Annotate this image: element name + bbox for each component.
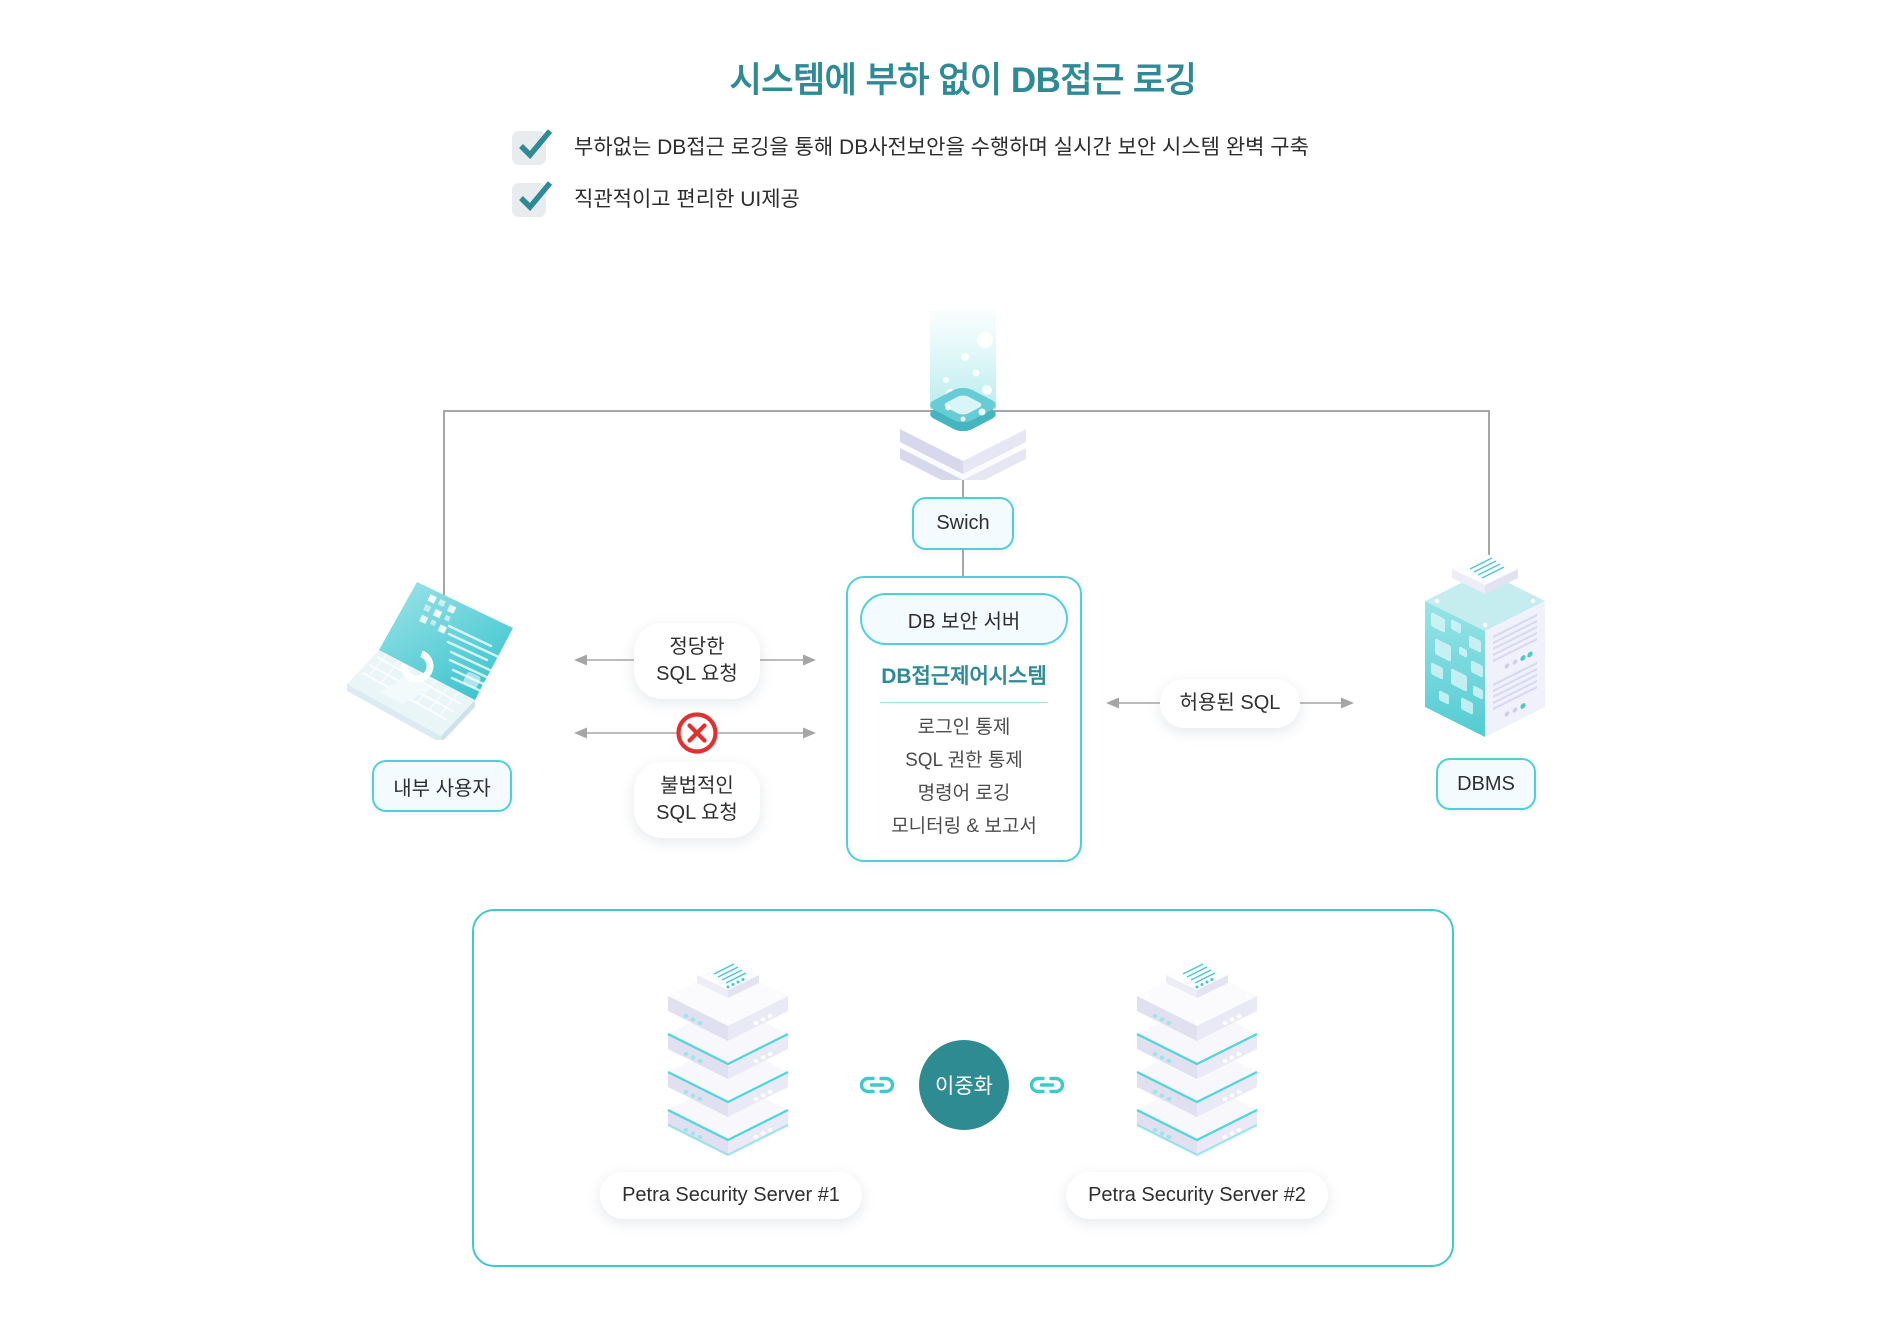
switch-icon bbox=[890, 295, 1036, 491]
connector-right-vertical bbox=[1488, 410, 1490, 562]
db-access-control-title: DB접근제어시스템 bbox=[881, 665, 1047, 688]
valid-sql-line2: SQL 요청 bbox=[656, 663, 738, 685]
feature-item: SQL 권한 통제 bbox=[905, 750, 1023, 771]
server-stack-icon-1 bbox=[662, 950, 794, 1167]
petra-server-2-label: Petra Security Server #2 bbox=[1066, 1172, 1328, 1219]
illegal-sql-pill: 불법적인 SQL 요청 bbox=[634, 762, 760, 838]
petra-server-1-label: Petra Security Server #1 bbox=[600, 1172, 862, 1219]
feature-list: 로그인 통제 SQL 권한 통제 명령어 로깅 모니터링 & 보고서 bbox=[848, 711, 1080, 843]
dbms-label-text: DBMS bbox=[1457, 772, 1515, 795]
server-stack-icon-2 bbox=[1131, 950, 1263, 1167]
divider bbox=[880, 702, 1048, 703]
blocked-icon bbox=[674, 710, 720, 761]
bullet-text-1: 부하없는 DB접근 로깅을 통해 DB사전보안을 수행하며 실시간 보안 시스템… bbox=[574, 136, 1309, 159]
bullet-text-2: 직관적이고 편리한 UI제공 bbox=[574, 188, 800, 211]
db-security-server-box: DB 보안 서버 DB접근제어시스템 로그인 통제 SQL 권한 통제 명령어 … bbox=[846, 576, 1082, 862]
valid-sql-pill: 정당한 SQL 요청 bbox=[634, 623, 760, 699]
check-icon bbox=[512, 181, 553, 217]
db-security-server-title: DB 보안 서버 bbox=[907, 610, 1021, 633]
link-icon-right bbox=[1028, 1074, 1066, 1101]
check-icon bbox=[512, 129, 553, 165]
bullet-row-1: 부하없는 DB접근 로깅을 통해 DB사전보안을 수행하며 실시간 보안 시스템… bbox=[512, 129, 1309, 165]
bullet-row-2: 직관적이고 편리한 UI제공 bbox=[512, 181, 800, 217]
petra-server-1-text: Petra Security Server #1 bbox=[622, 1184, 840, 1206]
internal-user-text: 내부 사용자 bbox=[393, 777, 491, 800]
feature-item: 명령어 로깅 bbox=[917, 783, 1011, 804]
dbms-server-icon bbox=[1420, 545, 1550, 750]
allowed-sql-pill: 허용된 SQL bbox=[1160, 679, 1300, 728]
link-icon-left bbox=[858, 1074, 896, 1101]
feature-item: 로그인 통제 bbox=[917, 717, 1011, 738]
dbms-label: DBMS bbox=[1436, 758, 1536, 810]
valid-sql-line1: 정당한 bbox=[669, 636, 725, 658]
petra-server-2-text: Petra Security Server #2 bbox=[1088, 1184, 1306, 1206]
page-title: 시스템에 부하 없이 DB접근 로깅 bbox=[729, 61, 1197, 100]
switch-label: Swich bbox=[912, 497, 1014, 550]
illegal-sql-line1: 불법적인 bbox=[660, 775, 734, 797]
illegal-sql-line2: SQL 요청 bbox=[656, 802, 738, 824]
redundancy-badge: 이중화 bbox=[919, 1040, 1009, 1130]
db-security-server-header: DB 보안 서버 bbox=[860, 593, 1068, 645]
allowed-sql-text: 허용된 SQL bbox=[1179, 692, 1281, 714]
internal-user-label: 내부 사용자 bbox=[372, 760, 512, 812]
laptop-icon bbox=[345, 578, 523, 745]
feature-item: 모니터링 & 보고서 bbox=[891, 816, 1037, 837]
switch-label-text: Swich bbox=[936, 512, 990, 534]
connector-left-vertical bbox=[443, 410, 445, 598]
redundancy-text: 이중화 bbox=[935, 1075, 993, 1098]
